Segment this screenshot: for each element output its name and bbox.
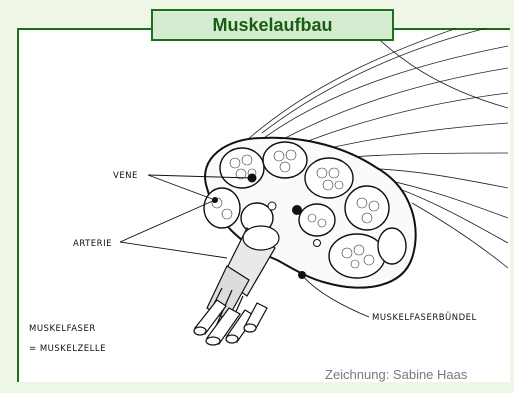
page-title: Muskelaufbau xyxy=(212,15,332,36)
muscle-illustration: VENE ARTERIE MUSKELFASERBÜNDEL MUSKELFAS… xyxy=(17,28,508,380)
illustration-credit: Zeichnung: Sabine Haas xyxy=(325,367,467,382)
label-arterie: ARTERIE xyxy=(73,239,112,249)
label-vene: VENE xyxy=(113,171,138,181)
label-muskelzelle: = MUSKELZELLE xyxy=(29,344,106,354)
label-muskelfaser: MUSKELFASER xyxy=(29,324,96,334)
title-box: Muskelaufbau xyxy=(151,9,394,41)
label-muskelfaserbuendel: MUSKELFASERBÜNDEL xyxy=(372,312,477,323)
